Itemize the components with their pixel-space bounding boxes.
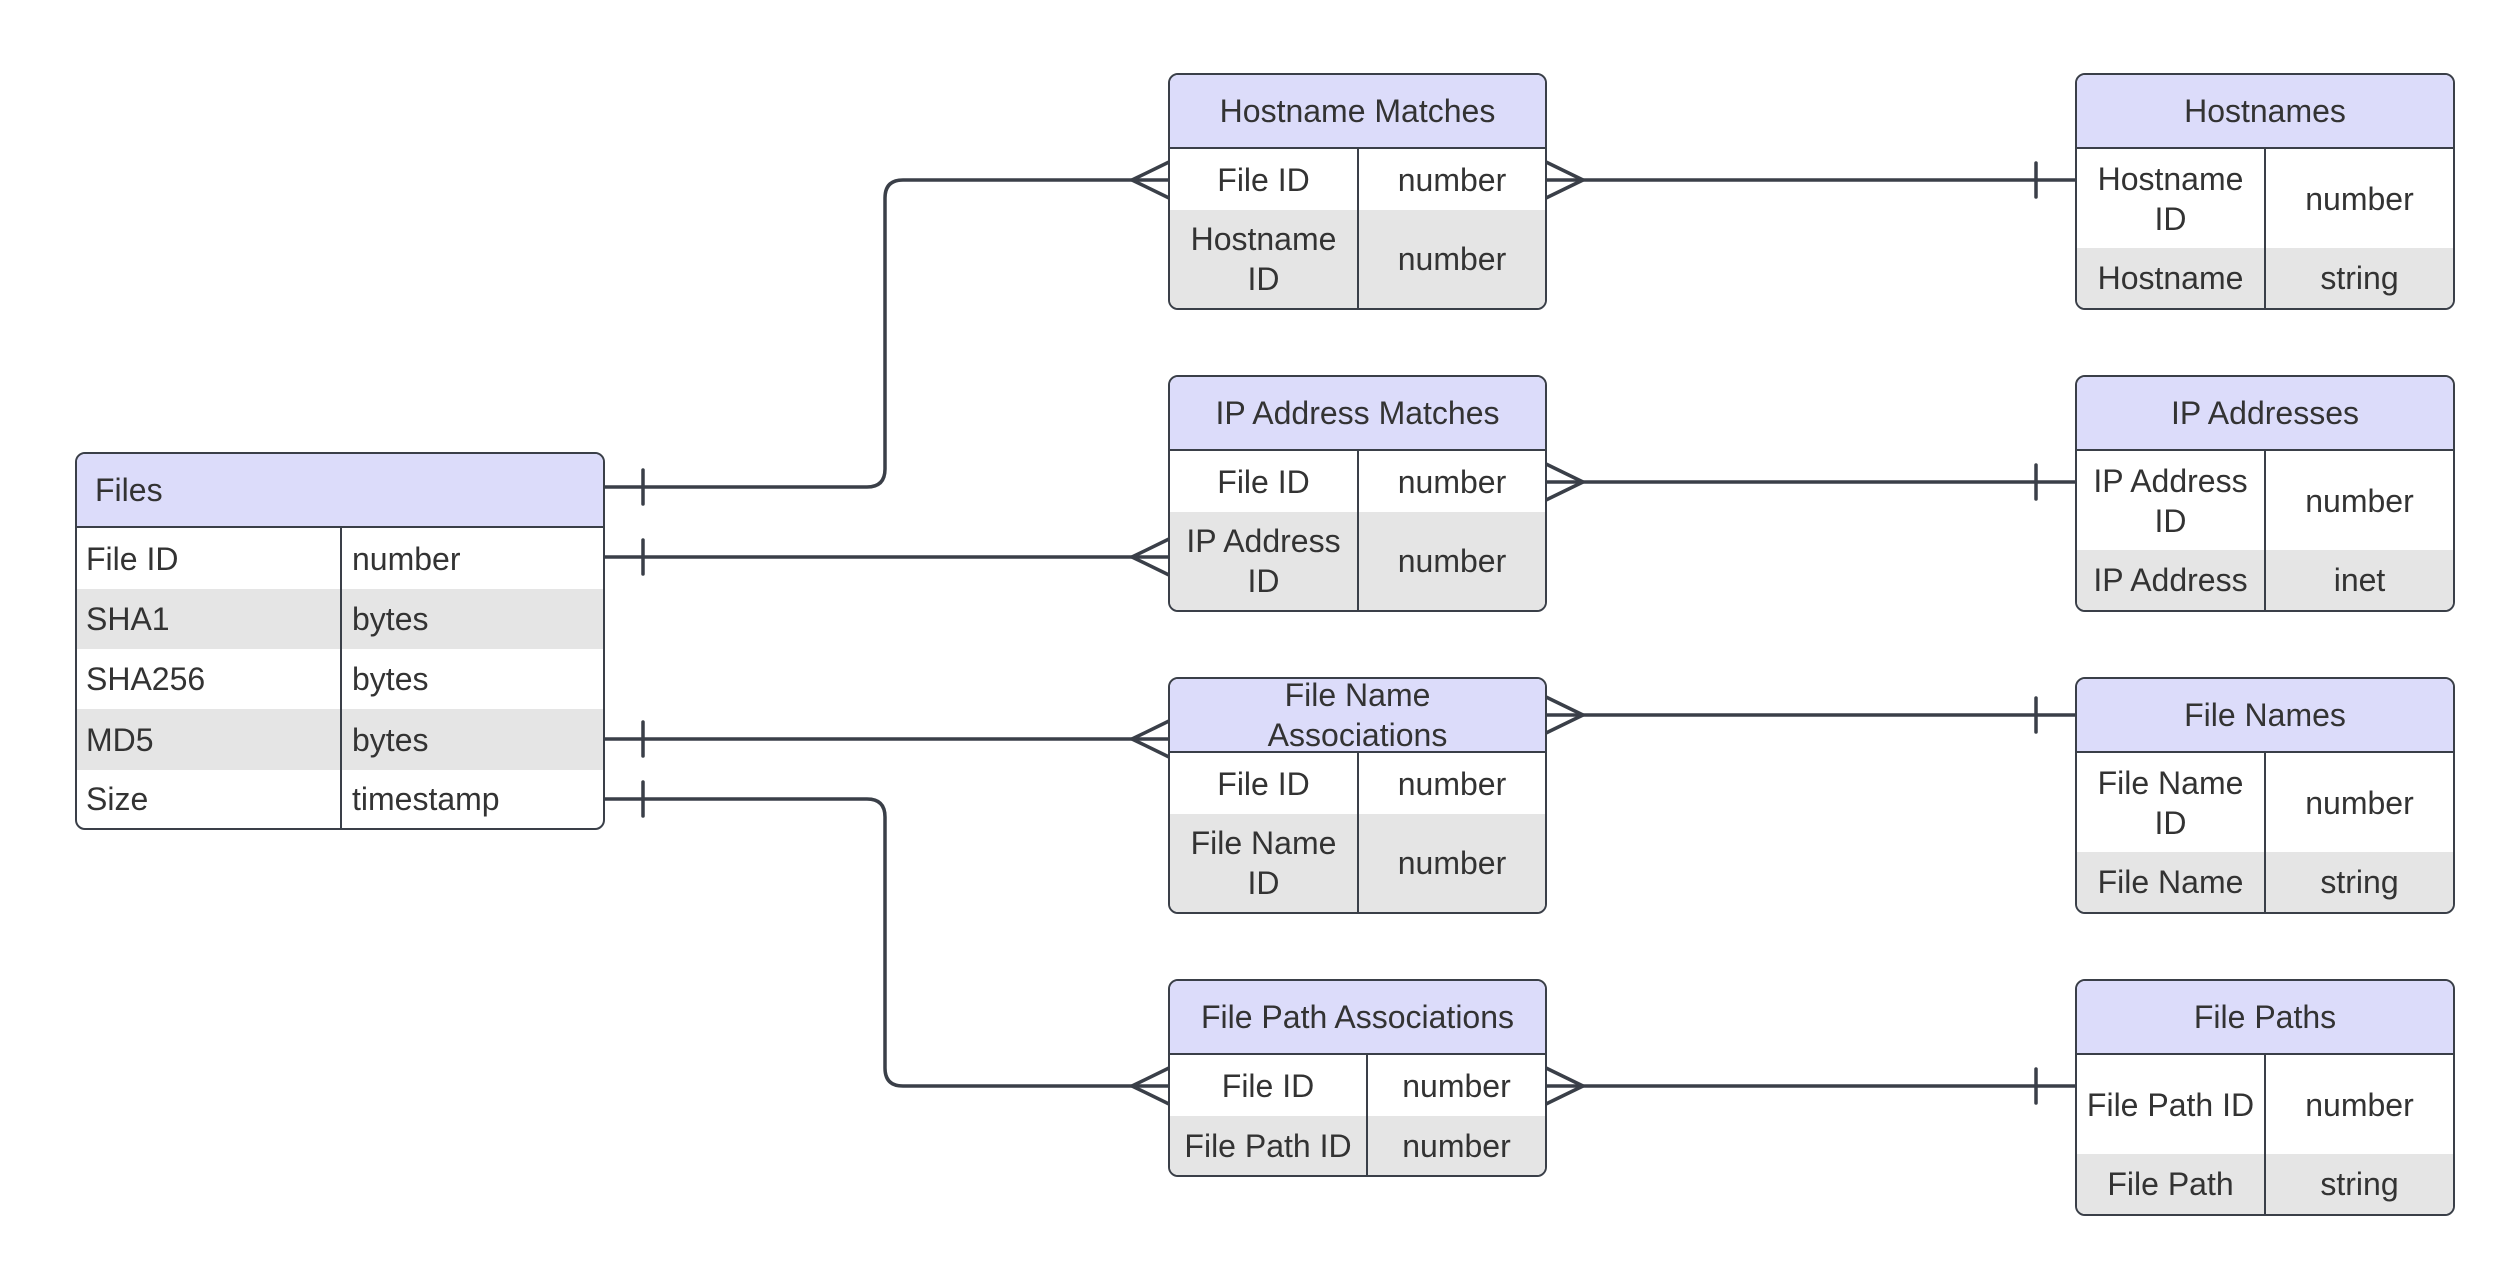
entity-file-path-associations[interactable]: File Path Associations File ID number Fi… [1168, 979, 1547, 1177]
field-type: inet [2333, 562, 2386, 598]
field-type: string [2320, 260, 2399, 296]
field-type: string [2320, 1166, 2399, 1202]
table-row: MD5 bytes [77, 709, 603, 770]
field-name: File ID [1170, 451, 1359, 512]
table-row: Hostname string [2077, 248, 2453, 308]
entity-title: File Paths [2077, 981, 2453, 1055]
field-name: MD5 [77, 709, 342, 770]
field-name: File Name ID [1170, 814, 1359, 912]
connector-file-name-associations-file-names [1544, 695, 2078, 735]
field-type: number [1402, 1067, 1511, 1104]
field-name: Size [77, 770, 342, 828]
connector-files-ip-address-matches [602, 537, 1171, 577]
field-name: File ID [1170, 149, 1359, 210]
connector-files-file-name-associations [602, 719, 1171, 759]
field-type: number [2305, 482, 2414, 519]
table-row: IP Address ID number [1170, 512, 1545, 610]
field-type: number [2305, 1086, 2414, 1123]
field-name: File Name [2077, 852, 2266, 912]
field-name: SHA1 [77, 589, 342, 649]
table-row: Hostname ID number [2077, 149, 2453, 248]
field-name: File Path ID [1170, 1116, 1368, 1175]
table-row: File ID number [1170, 149, 1545, 210]
field-type: number [1397, 765, 1507, 802]
field-type: number [1397, 845, 1507, 881]
field-type: timestamp [352, 781, 500, 817]
connector-hostname-matches-hostnames [1544, 160, 2078, 200]
field-name: IP Address [2077, 550, 2266, 610]
field-name: Hostname ID [2077, 149, 2266, 248]
field-name: Hostname ID [1170, 210, 1359, 308]
connector-ip-address-matches-ip-addresses [1544, 462, 2078, 502]
field-name: File ID [77, 528, 342, 589]
field-type: number [1397, 161, 1507, 198]
connector-files-file-path-associations [602, 780, 1171, 1106]
field-name: File Path ID [2077, 1055, 2266, 1154]
field-name: File ID [1170, 753, 1359, 814]
table-row: File Name ID number [2077, 753, 2453, 852]
table-row: File Path ID number [2077, 1055, 2453, 1154]
field-type: number [1397, 463, 1507, 500]
entity-hostname-matches[interactable]: Hostname Matches File ID number Hostname… [1168, 73, 1547, 310]
entity-ip-address-matches[interactable]: IP Address Matches File ID number IP Add… [1168, 375, 1547, 612]
entity-title: File Path Associations [1170, 981, 1545, 1055]
connector-file-path-associations-file-paths [1544, 1066, 2078, 1106]
table-row: IP Address ID number [2077, 451, 2453, 550]
entity-title: IP Address Matches [1170, 377, 1545, 451]
entity-title: Hostnames [2077, 75, 2453, 149]
connector-files-hostname-matches [602, 160, 1171, 506]
table-row: SHA256 bytes [77, 649, 603, 709]
field-type: number [1397, 543, 1507, 579]
field-type: number [2305, 784, 2414, 821]
table-row: Hostname ID number [1170, 210, 1545, 308]
entity-title: Files [77, 454, 603, 528]
field-type: bytes [352, 721, 429, 758]
table-row: File Path ID number [1170, 1116, 1545, 1175]
field-name: Hostname [2077, 248, 2266, 308]
entity-files[interactable]: Files File ID number SHA1 bytes SHA256 b… [75, 452, 605, 830]
table-row: SHA1 bytes [77, 589, 603, 649]
table-row: File Name ID number [1170, 814, 1545, 912]
entity-ip-addresses[interactable]: IP Addresses IP Address ID number IP Add… [2075, 375, 2455, 612]
entity-file-name-associations[interactable]: File Name Associations File ID number Fi… [1168, 677, 1547, 914]
field-name: IP Address ID [1170, 512, 1359, 610]
field-type: bytes [352, 661, 429, 697]
table-row: IP Address inet [2077, 550, 2453, 610]
table-row: File ID number [1170, 753, 1545, 814]
field-name: File ID [1170, 1055, 1368, 1116]
entity-title: Hostname Matches [1170, 75, 1545, 149]
field-name: IP Address ID [2077, 451, 2266, 550]
entity-file-paths[interactable]: File Paths File Path ID number File Path… [2075, 979, 2455, 1216]
entity-title: IP Addresses [2077, 377, 2453, 451]
field-type: number [1402, 1127, 1511, 1164]
field-name: SHA256 [77, 649, 342, 709]
entity-title: File Names [2077, 679, 2453, 753]
field-type: number [1397, 241, 1507, 277]
field-name: File Name ID [2077, 753, 2266, 852]
table-row: File ID number [1170, 451, 1545, 512]
field-type: number [2305, 180, 2414, 217]
table-row: File ID number [1170, 1055, 1545, 1116]
table-row: File Name string [2077, 852, 2453, 912]
entity-title: File Name Associations [1170, 679, 1545, 753]
field-name: File Path [2077, 1154, 2266, 1214]
table-row: Size timestamp [77, 770, 603, 828]
field-type: bytes [352, 601, 429, 637]
table-row: File ID number [77, 528, 603, 589]
field-type: string [2320, 864, 2399, 900]
field-type: number [352, 540, 461, 577]
entity-file-names[interactable]: File Names File Name ID number File Name… [2075, 677, 2455, 914]
entity-hostnames[interactable]: Hostnames Hostname ID number Hostname st… [2075, 73, 2455, 310]
table-row: File Path string [2077, 1154, 2453, 1214]
